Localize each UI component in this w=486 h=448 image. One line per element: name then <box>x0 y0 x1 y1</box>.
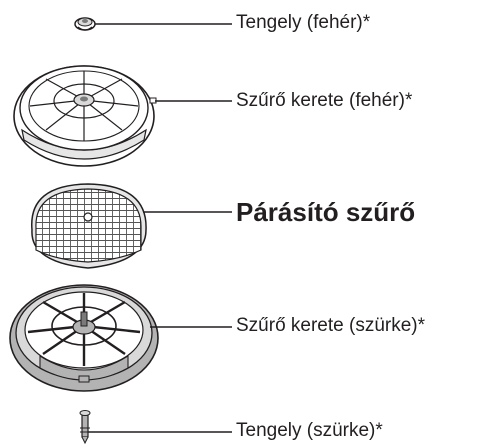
axle-white <box>74 17 96 31</box>
filter-frame-white <box>13 65 157 167</box>
label-axle-white: Tengely (fehér)* <box>236 12 371 33</box>
label-frame-grey: Szűrő kerete (szürke)* <box>236 315 426 336</box>
label-axle-grey: Tengely (szürke)* <box>236 420 383 441</box>
label-humidifier-filter: Párásító szűrő <box>236 197 416 227</box>
filter-frame-grey <box>9 284 159 392</box>
humidifier-filter <box>31 183 147 269</box>
axle-grey <box>79 410 91 445</box>
label-frame-white: Szűrő kerete (fehér)* <box>236 90 413 111</box>
